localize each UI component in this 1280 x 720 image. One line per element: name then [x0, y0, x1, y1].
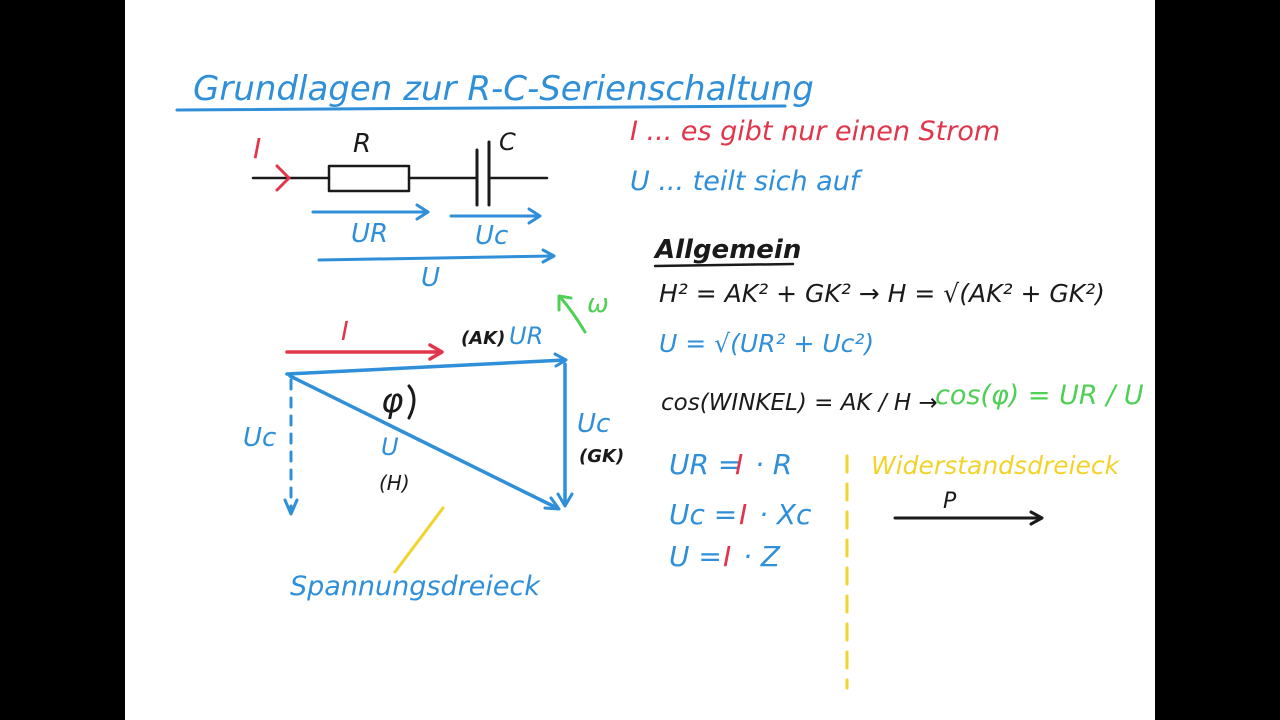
- omega-label: ω: [587, 289, 609, 319]
- current-arrow-icon: [275, 164, 291, 192]
- cos-definition: cos(WINKEL) = AK / H →: [661, 390, 938, 416]
- resistor-label: R: [353, 129, 371, 159]
- voltage-note: U ... teilt sich auf: [630, 166, 863, 197]
- arrowhead-icon: [415, 203, 430, 221]
- circuit-u-label: U: [421, 263, 440, 293]
- arrowhead-icon: [1029, 510, 1044, 526]
- phi-label: φ: [381, 381, 404, 421]
- whiteboard: Grundlagen zur R-C-Serienschaltung I R C…: [125, 0, 1155, 720]
- general-heading: Allgemein: [653, 235, 801, 265]
- arrowhead-icon: [428, 343, 444, 361]
- arrowhead-icon: [543, 496, 561, 511]
- uc-eq-rhs: · Xc: [759, 498, 812, 531]
- triangle-hypotenuse: [288, 374, 559, 510]
- pythagoras-formula: H² = AK² + GK² → H = √(AK² + GK²): [659, 279, 1105, 308]
- triangle-uc-left-label: Uc: [243, 423, 276, 453]
- ur-eq-current: I: [735, 448, 743, 481]
- resistor-symbol: [327, 164, 411, 193]
- circuit-ur-label: UR: [351, 219, 388, 249]
- uc-eq-current: I: [739, 498, 747, 531]
- ak-label: (AK): [461, 328, 505, 349]
- triangle-hyp-sub: (H): [379, 471, 410, 495]
- resistance-heading: Widerstandsdreieck: [871, 451, 1121, 480]
- triangle-ur-side: [285, 358, 567, 376]
- triangle-caption: Spannungsdreieck: [290, 571, 541, 602]
- capacitor-label: C: [499, 128, 516, 156]
- triangle-ur-label: UR: [509, 322, 543, 350]
- u-arrow: [317, 254, 555, 262]
- arrowhead-icon: [527, 207, 542, 225]
- resistance-p-label: P: [943, 489, 957, 514]
- arrowhead-icon: [283, 498, 299, 516]
- rotation-arrow: [559, 296, 587, 334]
- cos-phi-formula: cos(φ) = UR / U: [935, 380, 1144, 411]
- triangle-hyp-label: U: [381, 433, 399, 461]
- angle-arc: [407, 384, 416, 420]
- board-drawing: Grundlagen zur R-C-Serienschaltung I R C…: [175, 69, 1144, 690]
- ur-eq-rhs: · R: [755, 448, 792, 481]
- u-eq-rhs: · Z: [743, 540, 781, 573]
- current-note: I ... es gibt nur einen Strom: [630, 116, 1000, 147]
- title-underline: [175, 104, 787, 112]
- triangle-uc-right-label: Uc: [577, 409, 610, 439]
- u-eq-lhs: U =: [669, 540, 722, 573]
- u-eq-current: I: [723, 540, 731, 573]
- caption-pointer: [393, 506, 445, 574]
- uc-eq-lhs: Uc =: [669, 498, 737, 531]
- arrowhead-icon: [541, 248, 556, 264]
- triangle-current-label: I: [341, 317, 349, 347]
- u-formula: U = √(UR² + Uc²): [659, 329, 874, 358]
- heading-underline: [653, 262, 795, 268]
- gk-label: (GK): [579, 446, 624, 467]
- page-title: Grundlagen zur R-C-Serienschaltung: [193, 69, 814, 109]
- circuit-current-label: I: [253, 132, 261, 165]
- ur-eq-lhs: UR =: [669, 448, 741, 481]
- arrowhead-icon: [553, 352, 568, 368]
- arrowhead-icon: [556, 492, 574, 508]
- arrowhead-icon: [557, 294, 573, 312]
- circuit-uc-label: Uc: [475, 221, 508, 251]
